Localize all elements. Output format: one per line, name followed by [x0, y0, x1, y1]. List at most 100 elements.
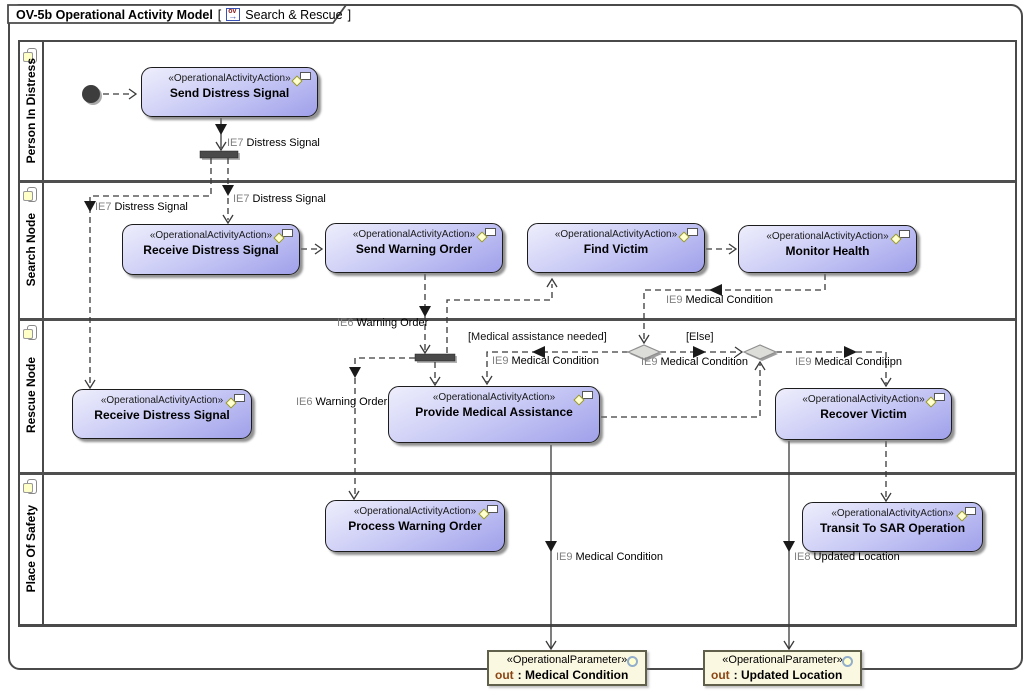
ov-diagram-icon: ov → [226, 8, 241, 21]
flow-decision-to-merge[interactable] [660, 346, 744, 358]
performer-icon-part [23, 483, 33, 493]
lane-separator [20, 472, 1015, 475]
lane-header-person-in-distress[interactable]: Person In Distress [20, 44, 42, 178]
bracket-close: ] [347, 7, 352, 22]
bracket-open: [ [217, 7, 222, 22]
merge-node[interactable] [742, 344, 778, 361]
action-stereotype: «OperationalActivityAction» [432, 392, 556, 403]
fork-bar-1[interactable] [199, 150, 240, 160]
performer-icon [23, 187, 39, 203]
note-icon [476, 228, 496, 243]
performer-icon-part [23, 191, 33, 201]
flow-decision-to-provide-medical-assistance[interactable] [481, 346, 628, 386]
note-icon-part [234, 394, 245, 402]
note-icon [925, 393, 945, 408]
note-icon-part [282, 229, 293, 237]
parameter-label: out: Medical Condition [489, 668, 645, 682]
parameter-stereotype: «OperationalParameter» [722, 654, 843, 666]
performer-icon [23, 479, 39, 495]
flow-provide-medical-assistance-to-param-medical-condition[interactable] [545, 445, 557, 651]
action-stereotype: «OperationalActivityAction» [766, 231, 889, 242]
lane-separator [20, 318, 1015, 321]
note-icon-part [485, 228, 496, 236]
flow-fork2-to-find-victim[interactable] [446, 277, 558, 353]
decision-node[interactable] [626, 344, 662, 361]
note-icon-part [487, 505, 498, 513]
action-stereotype: «OperationalActivityAction» [352, 229, 476, 240]
action-find-victim[interactable]: «OperationalActivityAction» Find Victim [527, 223, 705, 273]
lane-header-place-of-safety[interactable]: Place Of Safety [20, 475, 42, 622]
flow-merge-to-recover-victim[interactable] [776, 346, 892, 388]
flow-send-distress-signal-to-fork1[interactable] [215, 118, 227, 152]
note-icon-part [582, 391, 593, 399]
initial-node[interactable] [82, 85, 102, 105]
parameter-label: out: Updated Location [705, 668, 860, 682]
action-name: Receive Distress Signal [94, 408, 230, 422]
performer-icon [23, 325, 39, 341]
flow-fork1-to-receive-distress-signal-search[interactable] [222, 158, 234, 225]
flow-recover-victim-to-transit[interactable] [880, 441, 892, 503]
parameter-stereotype: «OperationalParameter» [506, 654, 628, 666]
note-icon [678, 228, 698, 243]
note-icon [956, 507, 976, 522]
flow-send-warning-order-to-fork2[interactable] [419, 274, 431, 355]
action-stereotype: «OperationalActivityAction» [353, 506, 477, 517]
flow-fork2-to-provide-medical-assistance[interactable] [429, 362, 441, 387]
action-send-warning-order[interactable]: «OperationalActivityAction» Send Warning… [325, 223, 503, 273]
flow-provide-medical-assistance-to-merge[interactable] [601, 360, 766, 418]
action-name: Transit To SAR Operation [819, 521, 966, 535]
action-provide-medical-assistance[interactable]: «OperationalActivityAction» Provide Medi… [388, 386, 600, 443]
flow-monitor-health-to-decision[interactable] [638, 274, 826, 345]
action-stereotype: «OperationalActivityAction» [149, 230, 273, 241]
note-icon [478, 505, 498, 520]
action-transit-to-sar-operation[interactable]: «OperationalActivityAction» Transit To S… [802, 502, 983, 552]
parameter-updated-location[interactable]: «OperationalParameter» out: Updated Loca… [703, 650, 862, 686]
diagram-title-text: OV-5b Operational Activity Model [16, 7, 213, 22]
diagram-title[interactable]: OV-5b Operational Activity Model [ ov → … [16, 7, 351, 22]
pin-circle-icon [627, 656, 638, 667]
flow-receive-distress-signal-to-send-warning-order[interactable] [301, 243, 324, 255]
flow-find-victim-to-monitor-health[interactable] [706, 243, 738, 255]
diagram-context-name: Search & Rescue [245, 7, 343, 22]
action-monitor-health[interactable]: «OperationalActivityAction» Monitor Heal… [738, 225, 917, 273]
parameter-direction: out [711, 668, 730, 682]
action-stereotype: «OperationalActivityAction» [100, 395, 224, 406]
edge-start-to-send-distress-signal[interactable] [103, 88, 138, 100]
note-icon [291, 72, 311, 87]
flow-recover-victim-to-param-updated-location[interactable] [783, 441, 795, 651]
action-name: Find Victim [583, 242, 649, 256]
flow-fork2-to-process-warning-order[interactable] [348, 357, 415, 501]
action-process-warning-order[interactable]: «OperationalActivityAction» Process Warn… [325, 500, 505, 552]
lane-header-rescue-node[interactable]: Rescue Node [20, 321, 42, 470]
flow-fork1-to-receive-distress-signal-rescue[interactable] [84, 158, 212, 390]
note-icon-part [965, 507, 976, 515]
diagram-frame-tab[interactable] [7, 4, 348, 24]
fork-bar-2[interactable] [414, 353, 457, 363]
action-name: Recover Victim [820, 407, 907, 421]
action-send-distress-signal[interactable]: «OperationalActivityAction» Send Distres… [141, 67, 318, 117]
note-icon [273, 229, 293, 244]
action-receive-distress-signal-search[interactable]: «OperationalActivityAction» Receive Dist… [122, 224, 300, 275]
parameter-name: : Medical Condition [517, 668, 629, 682]
guard-else[interactable]: [Else] [686, 331, 714, 343]
action-receive-distress-signal-rescue[interactable]: «OperationalActivityAction» Receive Dist… [72, 389, 252, 439]
action-recover-victim[interactable]: «OperationalActivityAction» Recover Vict… [775, 388, 952, 440]
lane-header-search-node[interactable]: Search Node [20, 183, 42, 316]
parameter-medical-condition[interactable]: «OperationalParameter» out: Medical Cond… [487, 650, 647, 686]
note-icon-part [934, 393, 945, 401]
note-icon [890, 230, 910, 245]
note-icon-part [300, 72, 311, 80]
parameter-name: : Updated Location [733, 668, 843, 682]
guard-medical-assistance-needed[interactable]: [Medical assistance needed] [468, 331, 607, 343]
